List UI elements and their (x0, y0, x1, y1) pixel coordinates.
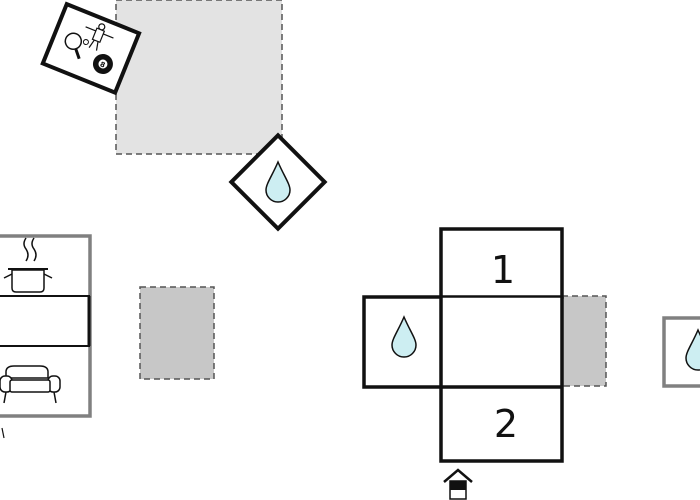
central-hall (440, 296, 563, 388)
entrance-house-icon (443, 468, 473, 500)
room-label-2: 2 (494, 402, 518, 446)
table-football-icon (85, 23, 114, 51)
terrace-small (139, 286, 215, 380)
billiard-ball-icon: 8 (92, 54, 113, 75)
bedroom-2 (439, 385, 564, 463)
terrace-side (561, 295, 607, 387)
main-house (362, 227, 564, 463)
pool-drop-shape (265, 160, 291, 203)
games-room-icon: 8 (40, 1, 142, 96)
table-tennis-icon (64, 32, 89, 60)
bedroom-1 (439, 227, 564, 299)
bathroom-water-drop-icon (391, 315, 417, 358)
terrace-large (115, 0, 283, 155)
annex-water-drop-icon (685, 328, 700, 371)
wall-stub (1, 427, 5, 439)
cooking-pot-icon (3, 237, 53, 293)
room-label-1: 1 (491, 248, 515, 292)
sofa-icon (0, 365, 61, 404)
billiard-ball-number: 8 (99, 60, 107, 69)
